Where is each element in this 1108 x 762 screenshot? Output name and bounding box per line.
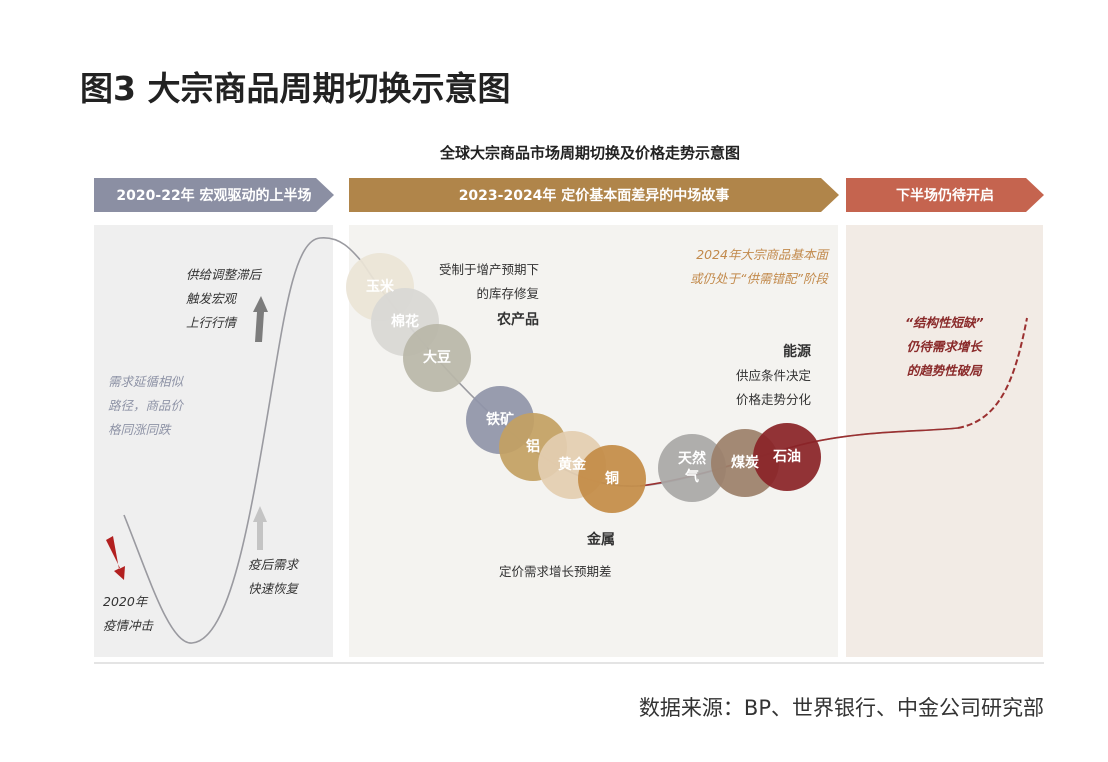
commodity-label: 大豆: [423, 350, 451, 366]
phase-header-1: 2020-22年 宏观驱动的上半场: [94, 178, 334, 212]
commodity-label: 黄金: [558, 457, 586, 473]
demand-note: 需求延循相似 路径，商品价 格同涨同跌: [108, 370, 183, 442]
note-line: 需求延循相似: [108, 374, 184, 389]
outlook-note: 2024年大宗商品基本面 或仍处于“供需错配”阶段: [690, 243, 828, 291]
commodity-circle: [658, 434, 726, 502]
commodity-label: 铁矿: [486, 412, 514, 428]
commodity-circle: [753, 423, 821, 491]
note-line: 疫情冲击: [103, 618, 154, 633]
covid-note: 2020年 疫情冲击: [103, 590, 153, 638]
phase-header-2: 2023-2024年 定价基本面差异的中场故事: [349, 178, 839, 212]
note-line: 供应条件决定: [735, 368, 811, 383]
note-line: “结构性短缺”: [905, 315, 984, 330]
note-line: 仍待需求增长: [906, 339, 982, 354]
diagram-subtitle: 全球大宗商品市场周期切换及价格走势示意图: [439, 144, 740, 162]
commodity-label: 石油: [773, 449, 801, 465]
energy-title: 能源: [783, 344, 811, 360]
note-line: 2024年大宗商品基本面: [696, 247, 828, 262]
note-line: 或仍处于“供需错配”阶段: [690, 271, 828, 286]
note-line: 触发宏观: [186, 291, 237, 306]
source-note: 数据来源：BP、世界银行、中金公司研究部: [638, 696, 1044, 720]
note-line: 受制于增产预期下: [438, 262, 539, 277]
note-line: 供给调整滞后: [186, 267, 262, 282]
agri-title: 农产品: [497, 312, 539, 328]
note-line: 疫后需求: [248, 557, 299, 572]
note-line: 的趋势性破局: [906, 363, 982, 378]
note-line: 2020年: [103, 594, 148, 609]
commodity-circle: [403, 324, 471, 392]
note-line: 快速恢复: [248, 581, 299, 596]
commodity-label: 棉花: [391, 314, 419, 330]
up-arrow-dark: [253, 296, 268, 342]
phase-header-3: 下半场仍待开启: [846, 178, 1044, 212]
note-line: 路径，商品价: [108, 398, 184, 413]
energy-note: 能源 供应条件决定 价格走势分化: [736, 340, 811, 412]
note-line: 格同涨同跌: [108, 422, 171, 437]
note-line: 价格走势分化: [735, 392, 811, 407]
panel-first-half: [94, 225, 333, 657]
future-dashed-curve: [957, 317, 1028, 429]
shortage-note: “结构性短缺” 仍待需求增长 的趋势性破局: [905, 311, 984, 383]
note-line: 上行行情: [186, 315, 237, 330]
commodity-label: 玉米: [366, 279, 394, 295]
commodity-label: 煤炭: [731, 455, 759, 471]
commodity-label: 铜: [605, 471, 619, 487]
metal-title: 金属: [587, 532, 615, 548]
agri-note: 受制于增产预期下 的库存修复 农产品: [439, 258, 539, 332]
up-arrow-light: [253, 506, 267, 550]
commodity-circle: [578, 445, 646, 513]
divider: [94, 662, 1044, 664]
recovery-note: 疫后需求 快速恢复: [248, 553, 298, 601]
figure-title: 图3 大宗商品周期切换示意图: [80, 69, 511, 108]
down-arrow-red: [106, 536, 125, 580]
supply-note: 供给调整滞后 触发宏观 上行行情: [186, 263, 261, 335]
commodity-circles: [346, 253, 821, 513]
commodity-label: 天然气: [678, 451, 706, 485]
metal-desc: 定价需求增长预期差: [499, 564, 612, 579]
note-line: 的库存修复: [476, 286, 539, 301]
commodity-label: 铝: [526, 439, 540, 455]
panel-second-half: [846, 225, 1043, 657]
